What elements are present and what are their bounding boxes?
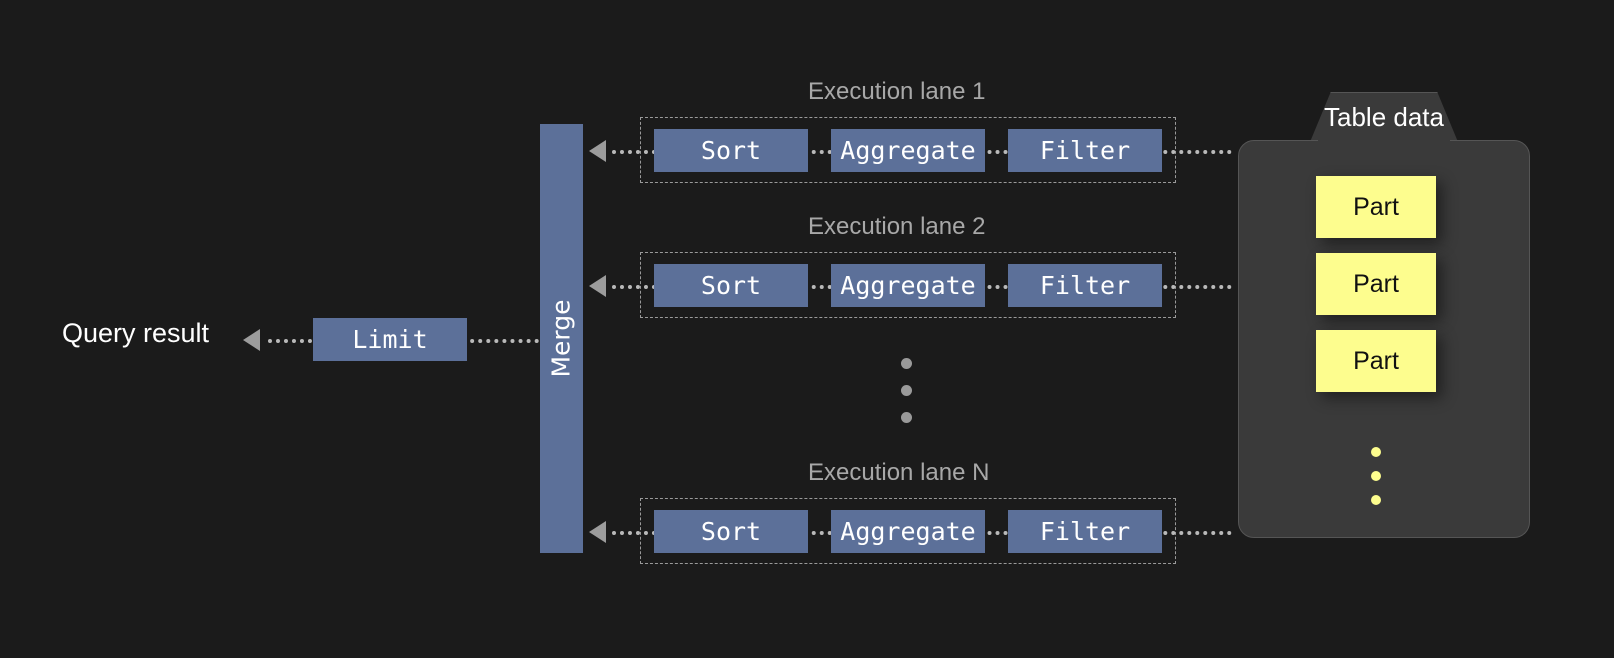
table-data-title: Table data xyxy=(1324,101,1444,132)
connector-limit-to-query-result xyxy=(268,339,328,343)
arrow-lane-1-to-merge-icon xyxy=(589,140,606,162)
operator-sort-lane-n[interactable]: Sort xyxy=(654,510,808,553)
operator-aggregate-lane-n[interactable]: Aggregate xyxy=(831,510,985,553)
lane-ellipsis-dot xyxy=(901,385,912,396)
operator-filter-lane-1[interactable]: Filter xyxy=(1008,129,1162,172)
merge-label: Merge xyxy=(547,299,577,378)
part-ellipsis-dot xyxy=(1371,471,1381,481)
query-result-label: Query result xyxy=(62,318,210,348)
operator-merge[interactable]: Merge xyxy=(540,124,583,553)
part-box-2[interactable]: Part xyxy=(1316,253,1436,315)
part-ellipsis-dot xyxy=(1371,495,1381,505)
lane-ellipsis-dot xyxy=(901,412,912,423)
table-data-tab-seam xyxy=(1318,138,1450,143)
part-ellipsis xyxy=(1371,447,1381,519)
table-data-tab-shape xyxy=(1310,92,1458,142)
lane-ellipsis xyxy=(901,358,912,439)
arrow-to-query-result-icon xyxy=(243,329,260,351)
table-data-panel: Table data Part Part Part xyxy=(1238,92,1530,538)
arrow-lane-2-to-merge-icon xyxy=(589,275,606,297)
lane-caption-1: Execution lane 1 xyxy=(808,78,986,105)
lane-caption-n: Execution lane N xyxy=(808,459,990,486)
operator-sort-lane-1[interactable]: Sort xyxy=(654,129,808,172)
arrow-lane-n-to-merge-icon xyxy=(589,521,606,543)
operator-sort-lane-2[interactable]: Sort xyxy=(654,264,808,307)
operator-filter-lane-2[interactable]: Filter xyxy=(1008,264,1162,307)
operator-aggregate-lane-2[interactable]: Aggregate xyxy=(831,264,985,307)
lane-ellipsis-dot xyxy=(901,358,912,369)
operator-limit[interactable]: Limit xyxy=(313,318,467,361)
part-box-1[interactable]: Part xyxy=(1316,176,1436,238)
part-box-3[interactable]: Part xyxy=(1316,330,1436,392)
operator-aggregate-lane-1[interactable]: Aggregate xyxy=(831,129,985,172)
operator-filter-lane-n[interactable]: Filter xyxy=(1008,510,1162,553)
lane-caption-2: Execution lane 2 xyxy=(808,213,986,240)
part-ellipsis-dot xyxy=(1371,447,1381,457)
